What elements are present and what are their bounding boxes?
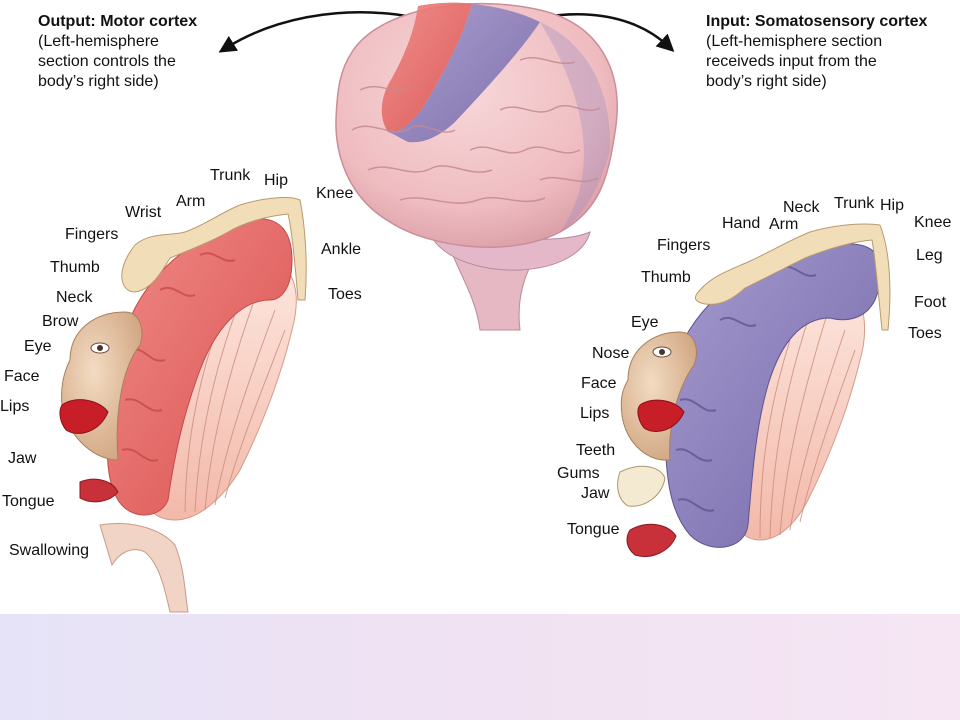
sensory-label-hand: Hand bbox=[722, 215, 761, 232]
motor-description-line: section controls the bbox=[38, 53, 176, 70]
motor-title: Output: Motor cortex bbox=[38, 13, 198, 30]
sensory-label-toes: Toes bbox=[908, 325, 942, 342]
sensory-label-knee: Knee bbox=[914, 214, 952, 231]
sensory-description-line: body’s right side) bbox=[706, 73, 827, 90]
motor-description-line: (Left-hemisphere bbox=[38, 33, 159, 50]
sensory-label-hip: Hip bbox=[880, 197, 905, 214]
sensory-label-neck: Neck bbox=[783, 199, 820, 216]
sensory-label-foot: Foot bbox=[914, 294, 947, 311]
motor-label-thumb: Thumb bbox=[50, 259, 100, 276]
motor-label-ankle: Ankle bbox=[321, 241, 362, 258]
slide-bottom-band bbox=[0, 614, 960, 720]
sensory-heading: Input: Somatosensory cortex (Left-hemisp… bbox=[706, 12, 927, 92]
sensory-description-line: (Left-hemisphere section bbox=[706, 33, 883, 50]
sensory-homunculus bbox=[617, 223, 891, 557]
sensory-label-teeth: Teeth bbox=[576, 442, 616, 459]
sensory-limb-arm-leg bbox=[694, 223, 891, 331]
motor-label-hip: Hip bbox=[264, 172, 289, 189]
sensory-label-fingers: Fingers bbox=[657, 237, 711, 254]
motor-label-arm: Arm bbox=[176, 193, 206, 210]
sensory-lips-shape bbox=[637, 399, 685, 432]
sensory-cortex-strip bbox=[388, 4, 540, 143]
sensory-label-nose: Nose bbox=[592, 345, 630, 362]
sensory-label-lips: Lips bbox=[580, 405, 610, 422]
motor-homunculus bbox=[59, 197, 307, 613]
sensory-title: Input: Somatosensory cortex bbox=[706, 13, 928, 30]
sensory-tongue-shape bbox=[626, 523, 677, 557]
motor-cortex-strip bbox=[381, 2, 472, 133]
sensory-label-eye: Eye bbox=[631, 314, 659, 331]
sensory-jaw-shape bbox=[617, 465, 666, 507]
motor-throat-shape bbox=[99, 523, 189, 613]
motor-label-trunk: Trunk bbox=[210, 167, 251, 184]
motor-label-fingers: Fingers bbox=[65, 226, 119, 243]
motor-label-jaw: Jaw bbox=[8, 450, 37, 467]
motor-limb-arm-leg bbox=[121, 197, 307, 301]
motor-tongue-shape bbox=[79, 478, 119, 503]
motor-lips-shape bbox=[59, 399, 109, 434]
sensory-label-jaw: Jaw bbox=[581, 485, 610, 502]
sensory-label-arm: Arm bbox=[769, 216, 799, 233]
sensory-label-face: Face bbox=[581, 375, 617, 392]
sensory-label-tongue: Tongue bbox=[567, 521, 620, 538]
motor-label-toes: Toes bbox=[328, 286, 362, 303]
motor-label-face: Face bbox=[4, 368, 40, 385]
sensory-description-line: receiveds input from the bbox=[706, 53, 877, 70]
motor-label-swallowing: Swallowing bbox=[9, 542, 90, 559]
sensory-label-gums: Gums bbox=[557, 465, 600, 482]
brain bbox=[335, 2, 618, 331]
motor-label-lips: Lips bbox=[0, 398, 30, 415]
motor-heading: Output: Motor cortex (Left-hemisphere se… bbox=[38, 12, 197, 92]
sensory-label-leg: Leg bbox=[916, 247, 943, 264]
motor-label-tongue: Tongue bbox=[2, 493, 55, 510]
motor-label-wrist: Wrist bbox=[125, 204, 162, 221]
motor-label-neck: Neck bbox=[56, 289, 93, 306]
motor-description-line: body’s right side) bbox=[38, 73, 159, 90]
motor-label-eye: Eye bbox=[24, 338, 52, 355]
motor-label-knee: Knee bbox=[316, 185, 354, 202]
sensory-label-trunk: Trunk bbox=[834, 195, 875, 212]
sensory-label-thumb: Thumb bbox=[641, 269, 691, 286]
motor-label-brow: Brow bbox=[42, 313, 79, 330]
